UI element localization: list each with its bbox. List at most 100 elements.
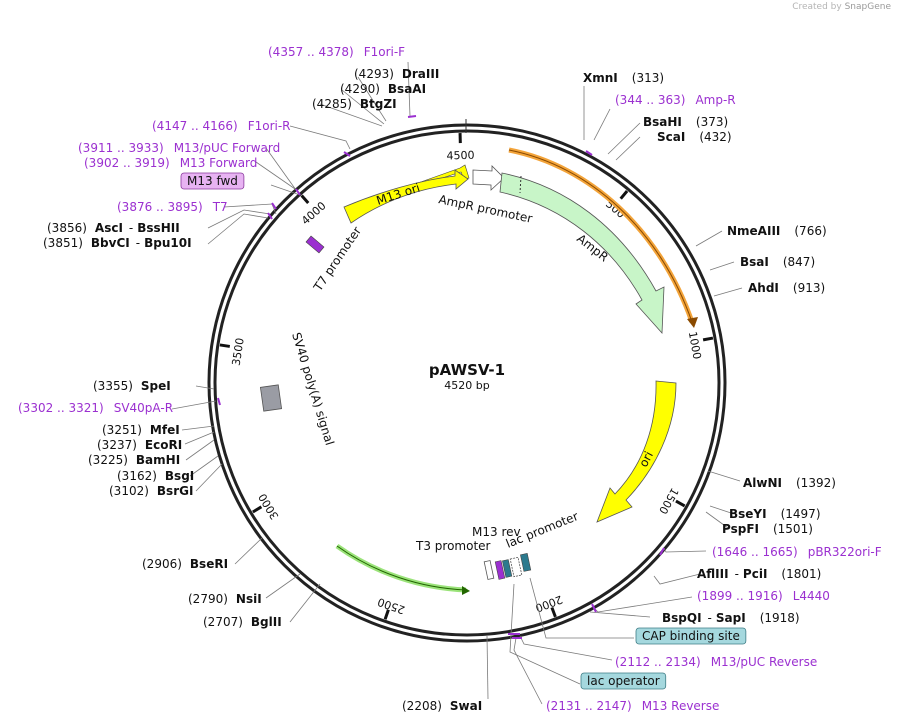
label-bsrgi[interactable]: (3102)BsrGI <box>109 484 193 498</box>
label-bglii[interactable]: (2707) BglII <box>203 615 282 629</box>
site-name: BspQI <box>662 611 702 625</box>
leader-lines <box>171 61 743 705</box>
label-bamhi[interactable]: (3225)BamHI <box>88 453 180 467</box>
site-name-2: PciI <box>743 567 768 581</box>
ampr-dashed-mark <box>519 175 522 194</box>
label-m13puc-fwd[interactable]: (3911 .. 3933)M13/pUC Forward <box>78 141 280 155</box>
feature-ampr[interactable] <box>499 172 665 334</box>
tick-label-2500: 2500 <box>376 595 407 616</box>
feature-box-text: M13 fwd <box>187 174 238 188</box>
site-name: AscI <box>95 221 123 235</box>
label-ahdi[interactable]: AhdI(913) <box>748 281 825 295</box>
label-f1ori-f[interactable]: (4357 .. 4378)F1ori-F <box>268 45 405 59</box>
primer-marks <box>217 115 665 639</box>
feature-box-text: CAP binding site <box>642 629 740 643</box>
label-nsii[interactable]: (2790)NsiI <box>188 592 262 606</box>
feature-sv40-polya[interactable] <box>259 384 283 412</box>
orange-arc-head <box>687 317 698 328</box>
primer-range: (4147 .. 4166) <box>152 119 238 133</box>
tick-3000 <box>252 505 263 514</box>
label-alwni[interactable]: AlwNI(1392) <box>743 476 836 490</box>
site-name: BsaHI <box>643 115 682 129</box>
label-ecori[interactable]: (3237)EcoRI <box>97 438 182 452</box>
label-bseyi[interactable]: BseYI(1497) <box>729 507 821 521</box>
map-center: pAWSV-1 4520 bp <box>429 361 505 392</box>
site-position: (313) <box>632 71 664 85</box>
site-position: (1918) <box>760 611 800 625</box>
label-t7[interactable]: (3876 .. 3895) T7 <box>117 200 228 214</box>
label-m13-rev: M13 rev <box>472 525 521 539</box>
feature-m13-rev[interactable] <box>494 560 506 580</box>
site-name: BseYI <box>729 507 767 521</box>
label-t7-promoter: T7 promoter <box>310 224 364 294</box>
site-name: BtgZI <box>360 97 397 111</box>
label-asci[interactable]: (3856)AscI-BssHII <box>47 221 180 235</box>
site-position: (3355) <box>93 379 133 393</box>
label-bsahi[interactable]: BsaHI(373) <box>643 115 728 129</box>
site-name: PspFI <box>722 522 759 536</box>
feature-ori[interactable] <box>596 380 677 523</box>
primer-range: (1899 .. 1916) <box>697 589 783 603</box>
label-m13puc-rev[interactable]: (2112 .. 2134)M13/pUC Reverse <box>615 655 817 669</box>
label-f1ori-r[interactable]: (4147 .. 4166)F1ori-R <box>152 119 291 133</box>
label-draiii[interactable]: (4293)DraIII <box>354 67 439 81</box>
feature-t7-promoter[interactable] <box>305 235 325 254</box>
label-mfei[interactable]: (3251)MfeI <box>102 423 180 437</box>
label-scai[interactable]: ScaI(432) <box>657 130 732 144</box>
site-position: (2790) <box>188 592 228 606</box>
site-name: BamHI <box>136 453 180 467</box>
site-name: BbvCI <box>91 236 130 250</box>
primer-range: (3876 .. 3895) <box>117 200 203 214</box>
primer-range: (344 .. 363) <box>615 93 685 107</box>
label-bsai[interactable]: BsaI(847) <box>740 255 815 269</box>
feature-cap-site[interactable] <box>520 552 532 572</box>
label-pbr322ori-f[interactable]: (1646 .. 1665)pBR322ori-F <box>712 545 882 559</box>
label-m13-reverse[interactable]: (2131 .. 2147)M13 Reverse <box>546 699 719 713</box>
feature-lac-operator[interactable] <box>502 559 513 578</box>
label-cap-site[interactable]: CAP binding site <box>635 627 747 645</box>
feature-lac-promoter[interactable] <box>509 556 523 578</box>
label-nmeaiii[interactable]: NmeAIII(766) <box>727 224 827 238</box>
primer-name: T7 <box>212 200 228 214</box>
site-name: BsgI <box>165 469 194 483</box>
label-lac-operator[interactable]: lac operator <box>580 672 667 690</box>
feature-t3-promoter[interactable] <box>483 560 495 580</box>
label-xmni[interactable]: XmnI(313) <box>583 71 664 85</box>
site-position: (3102) <box>109 484 149 498</box>
label-l4440[interactable]: (1899 .. 1916)L4440 <box>697 589 830 603</box>
tick-2000 <box>550 606 557 618</box>
site-position: (2208) <box>402 699 442 713</box>
feature-m13-ori-shape[interactable] <box>343 169 469 224</box>
label-bbvci[interactable]: (3851)BbvCI-Bpu10I <box>43 236 192 250</box>
label-swai[interactable]: (2208)SwaI <box>402 699 482 713</box>
site-position: (1501) <box>773 522 813 536</box>
annotation-labels: (4357 .. 4378)F1ori-F (4293)DraIII(4290)B… <box>18 45 882 713</box>
features <box>259 147 698 595</box>
label-btgzi[interactable]: (4285)BtgZI <box>312 97 397 111</box>
primer-name: M13 Reverse <box>642 699 720 713</box>
site-name: BglII <box>251 615 282 629</box>
label-m13-forward[interactable]: (3902 .. 3919)M13 Forward <box>84 156 257 170</box>
label-spei[interactable]: (3355)SpeI <box>93 379 171 393</box>
primer-range: (3902 .. 3919) <box>84 156 170 170</box>
label-ori: ori <box>636 449 656 469</box>
primer-name: SV40pA-R <box>114 401 173 415</box>
feature-box <box>580 672 667 690</box>
label-bsaai[interactable]: (4290)BsaAI <box>340 82 426 96</box>
label-bsgi[interactable]: (3162)BsgI <box>117 469 194 483</box>
label-sv40pa-r[interactable]: (3302 .. 3321)SV40pA-R <box>18 401 173 415</box>
label-m13fwd-box[interactable]: M13 fwd <box>180 172 245 190</box>
site-name-2: Bpu10I <box>144 236 191 250</box>
site-name: MfeI <box>150 423 180 437</box>
feature-box <box>635 627 747 645</box>
label-amp-r[interactable]: (344 .. 363)Amp-R <box>615 93 736 107</box>
label-bseri[interactable]: (2906)BseRI <box>142 557 228 571</box>
feature-ampr-promoter[interactable] <box>472 165 505 191</box>
label-bspqi[interactable]: BspQI-SapI(1918) <box>662 611 800 625</box>
label-afliii[interactable]: AflIII-PciI(1801) <box>697 567 821 581</box>
site-position: (2707) <box>203 615 243 629</box>
site-position: (847) <box>783 255 815 269</box>
label-pspfi[interactable]: PspFI (1501) <box>722 522 813 536</box>
feature-box <box>180 172 245 190</box>
